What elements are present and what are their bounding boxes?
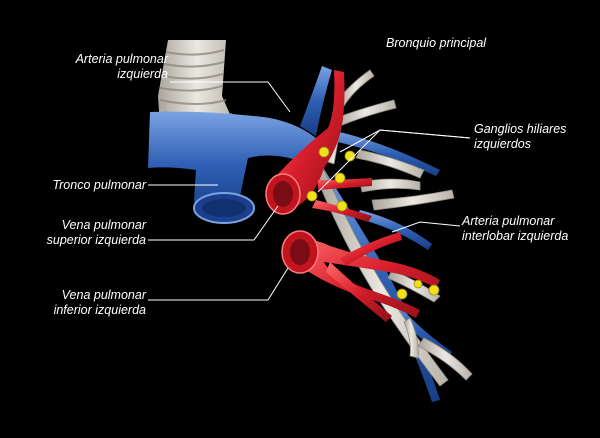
label-line: izquierdos [474,137,531,151]
label-line: Tronco pulmonar [52,178,146,192]
label-vena-superior: Vena pulmonar superior izquierda [20,218,146,248]
label-bronquio-principal: Bronquio principal [386,36,486,51]
label-line: Bronquio principal [386,36,487,50]
leader-lines [148,81,471,301]
hilar-lymph-nodes [306,146,440,300]
inferior-pulmonary-vein [281,230,440,322]
label-line: Ganglios hiliares [474,122,567,136]
label-line: izquierda [117,67,168,81]
label-line: superior izquierda [46,233,146,247]
label-line: interlobar izquierda [462,229,569,243]
label-ganglios: Ganglios hiliares izquierdos [474,122,566,152]
label-line: Vena pulmonar [61,288,146,302]
label-tronco-pulmonar: Tronco pulmonar [20,178,146,193]
label-line: Vena pulmonar [61,218,146,232]
label-arteria-pulmonar-izquierda: Arteria pulmonar izquierda [20,52,168,82]
label-arteria-interlobar: Arteria pulmonar interlobar izquierda [462,214,568,244]
label-vena-inferior: Vena pulmonar inferior izquierda [20,288,146,318]
label-line: Arteria pulmonar [75,52,168,66]
label-line: Arteria pulmonar [462,214,555,228]
label-line: inferior izquierda [53,303,146,317]
